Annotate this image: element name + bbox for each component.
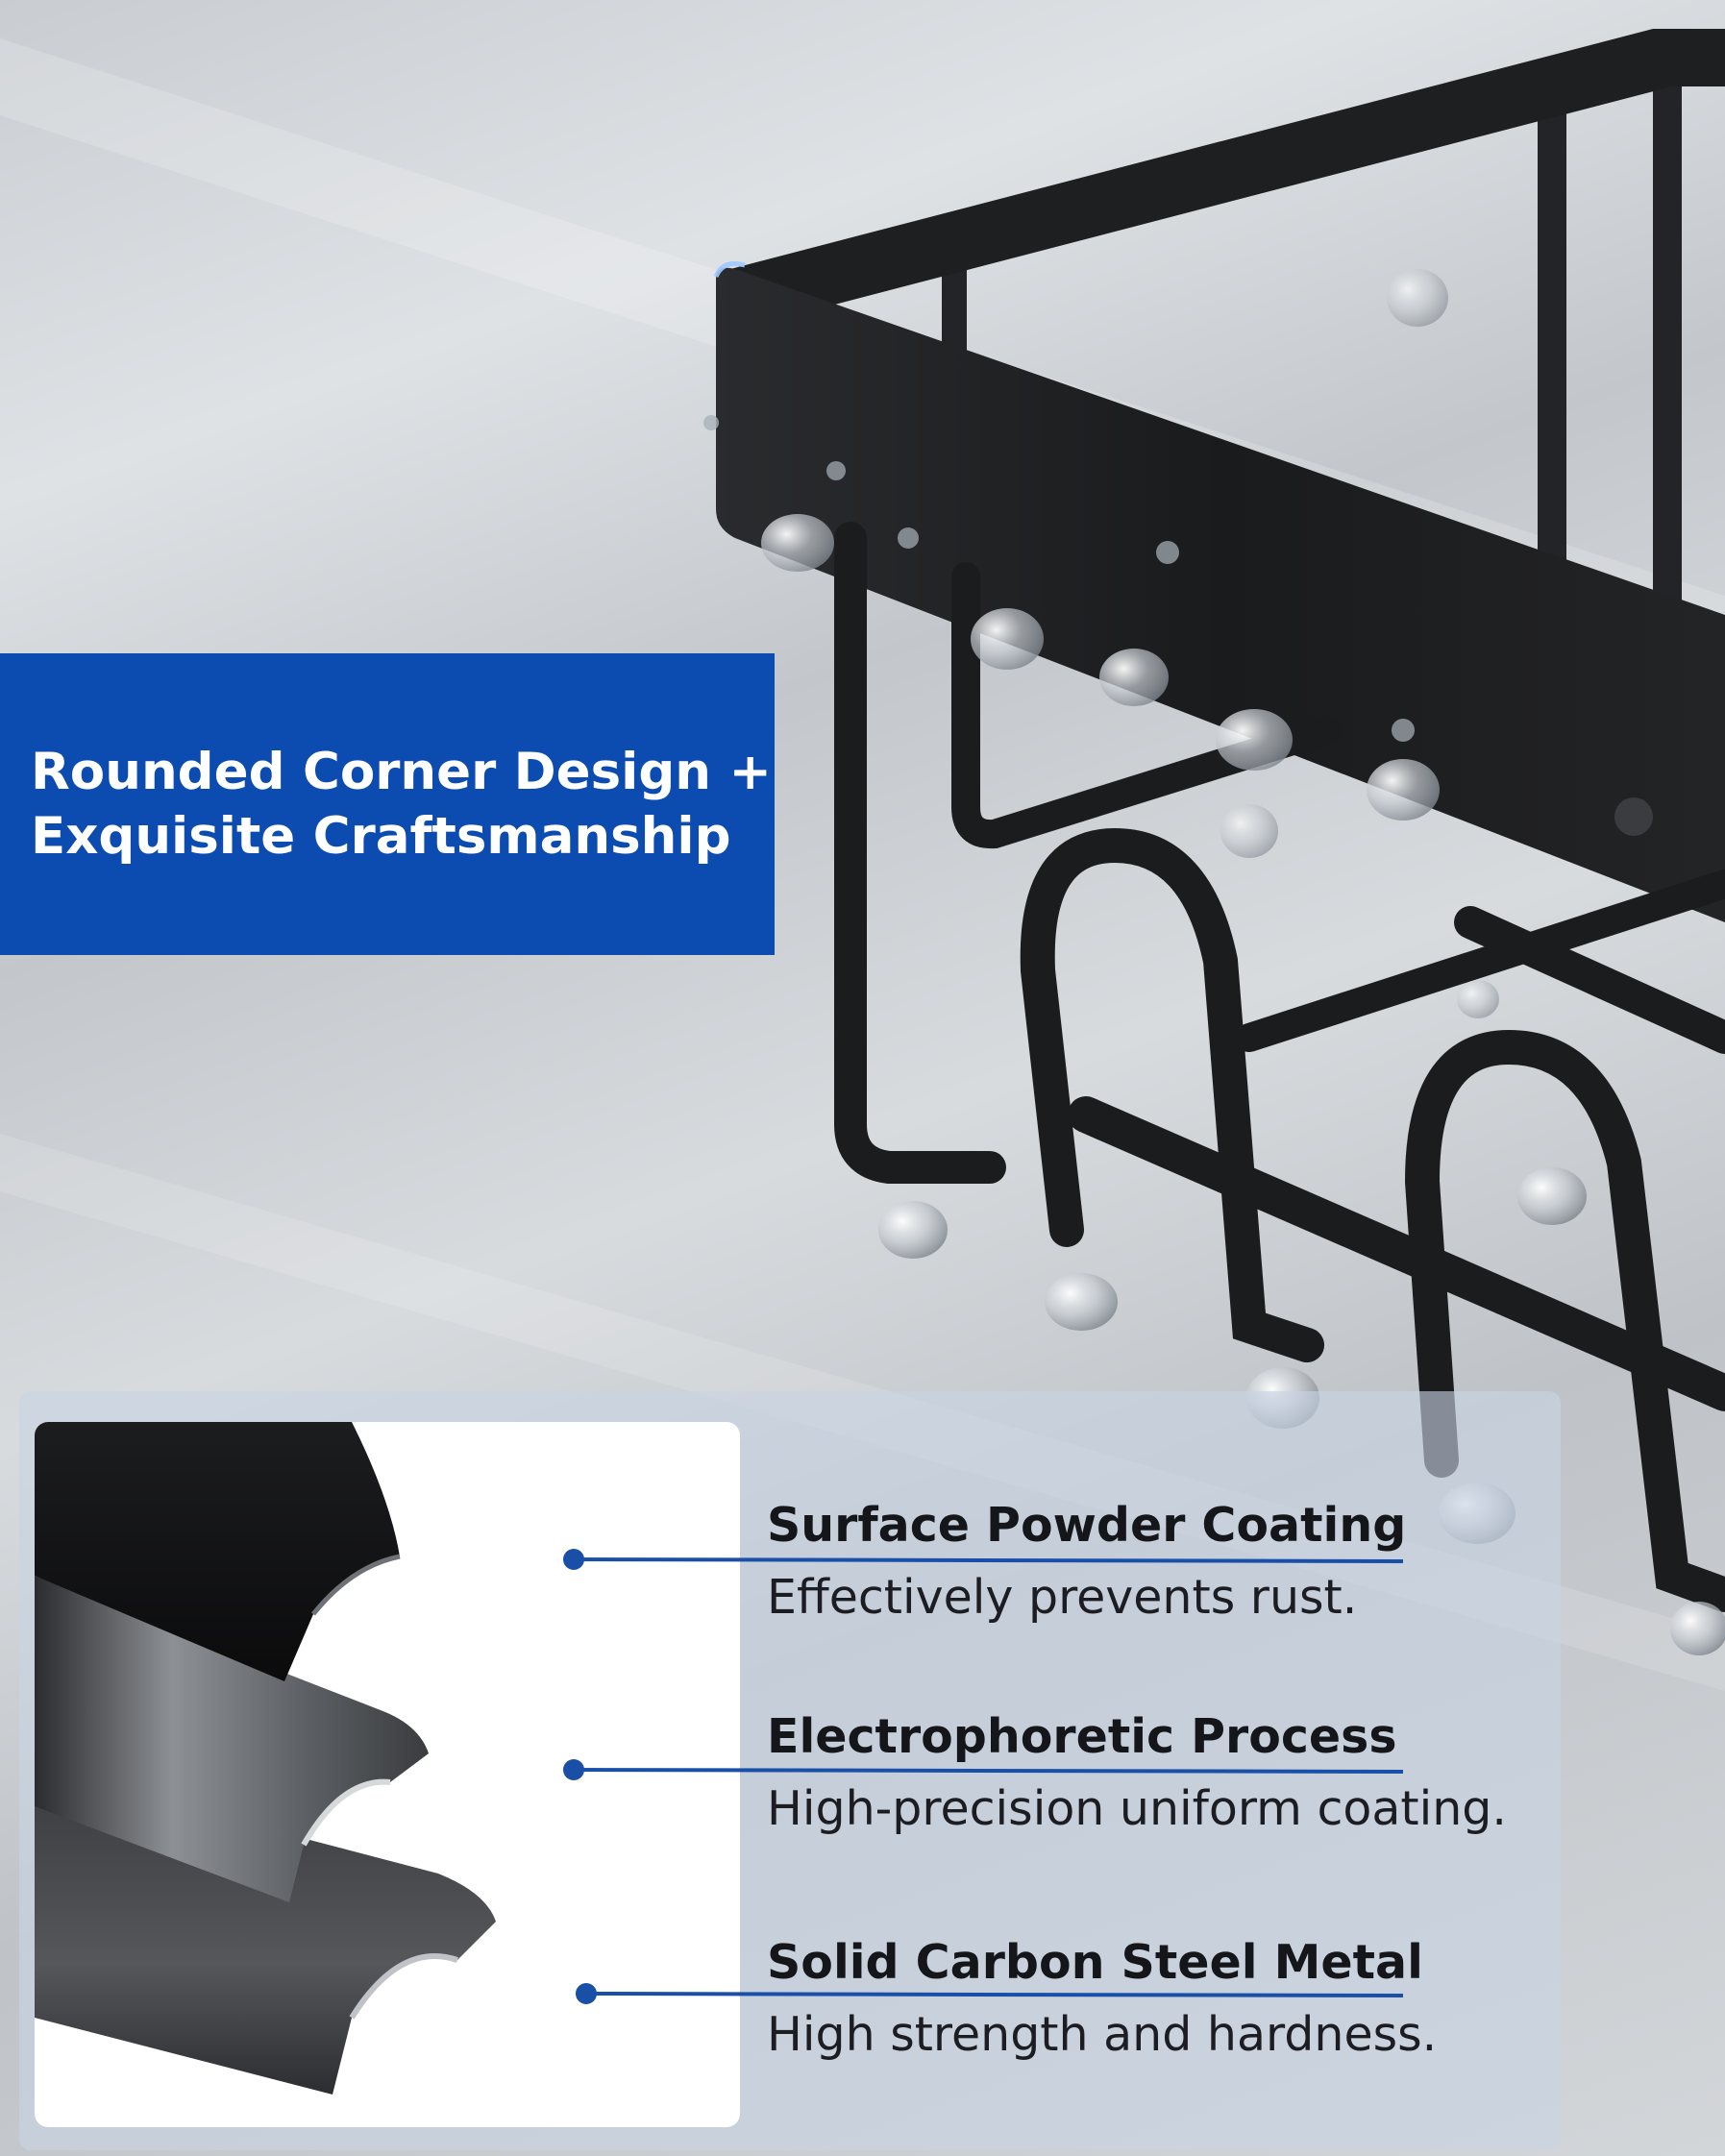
feature-title: Electrophoretic Process [767,1709,1397,1764]
metal-layers-illustration [35,1422,496,2095]
banner-title-line-1: Rounded Corner Design + [31,743,772,801]
feature-description: Effectively prevents rust. [767,1570,1358,1625]
feature-title: Surface Powder Coating [767,1498,1407,1553]
feature-description: High-precision uniform coating. [767,1781,1507,1836]
banner-title-line-2: Exquisite Craftsmanship [31,807,731,866]
feature-powder-coating: Surface Powder Coating Effectively preve… [767,1499,1497,1626]
feature-carbon-steel: Solid Carbon Steel Metal High strength a… [767,1936,1497,2063]
banner-title: Rounded Corner Design + Exquisite Crafts… [0,740,772,869]
layers-card [35,1422,740,2127]
title-banner: Rounded Corner Design + Exquisite Crafts… [0,653,775,955]
feature-electrophoretic: Electrophoretic Process High-precision u… [767,1709,1507,1837]
feature-description: High strength and hardness. [767,2007,1438,2062]
feature-title: Solid Carbon Steel Metal [767,1935,1423,1990]
